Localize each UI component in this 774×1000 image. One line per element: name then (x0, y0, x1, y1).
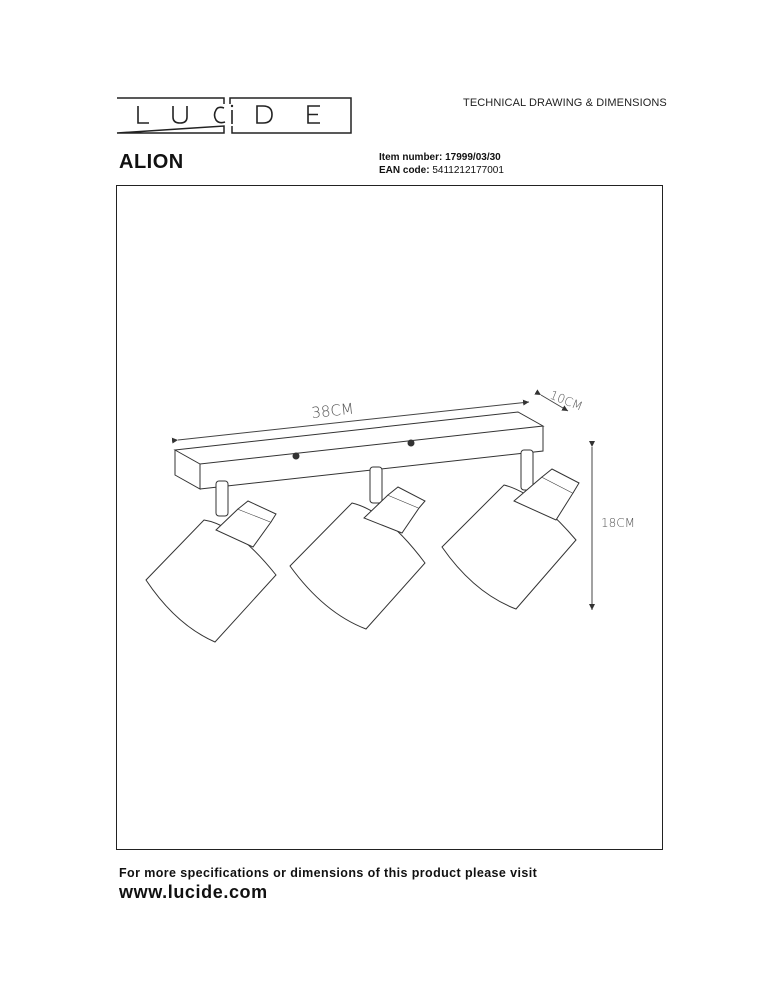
product-codes: Item number: 17999/03/30 EAN code: 54112… (379, 151, 504, 177)
lucide-logo (116, 96, 352, 134)
spotlight-3 (441, 449, 580, 610)
ean-row: EAN code: 5411212177001 (379, 164, 504, 177)
spotlight-1 (145, 480, 277, 643)
item-number-value: 17999/03/30 (445, 152, 501, 163)
ean-value: 5411212177001 (432, 165, 504, 176)
footer-note: For more specifications or dimensions of… (119, 866, 538, 880)
technical-drawing: 38CM 10CM 18CM (145, 388, 635, 643)
height-dimension: 18CM (589, 441, 635, 610)
spotlight-2 (289, 466, 426, 630)
website-link[interactable]: www.lucide.com (119, 882, 268, 902)
depth-dimension: 10CM (534, 388, 585, 414)
document-title: TECHNICAL DRAWING & DIMENSIONS (463, 97, 667, 109)
ceiling-plate (173, 411, 545, 490)
drawing-frame (116, 185, 663, 850)
length-label: 38CM (311, 400, 355, 422)
item-number-row: Item number: 17999/03/30 (379, 151, 504, 164)
product-name: ALION (119, 151, 184, 173)
length-dimension: 38CM (171, 400, 530, 444)
item-number-label: Item number: (379, 152, 443, 163)
height-label: 18CM (601, 516, 635, 530)
ean-label: EAN code: (379, 165, 430, 176)
